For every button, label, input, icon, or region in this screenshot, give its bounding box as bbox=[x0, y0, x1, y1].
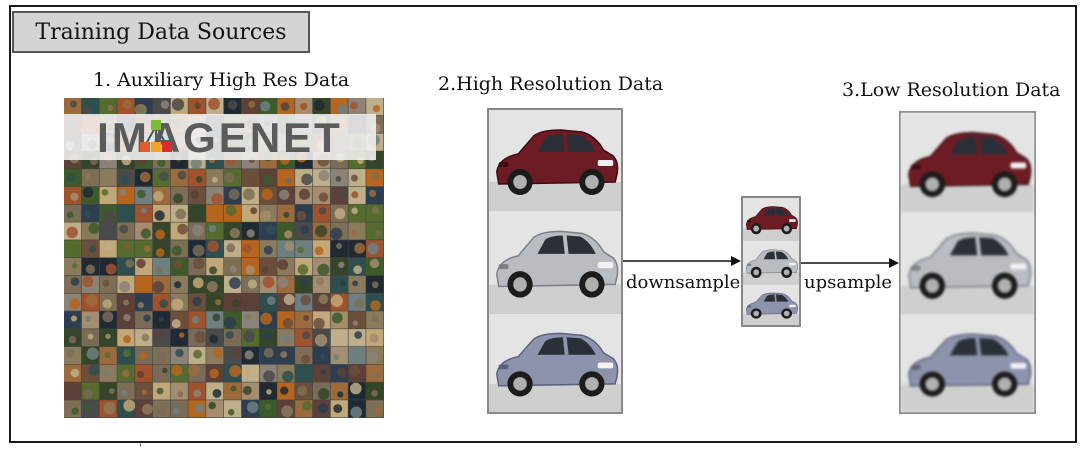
high-res-car-column bbox=[487, 108, 623, 414]
imagenet-logo: IMAGENET bbox=[64, 114, 376, 161]
small-car-image-1 bbox=[743, 198, 799, 241]
downsample-label: downsample bbox=[626, 272, 741, 293]
auxiliary-data-caption: 1. Auxiliary High Res Data bbox=[93, 69, 350, 91]
high-res-data-caption: 2.High Resolution Data bbox=[438, 73, 664, 95]
low-res-car-image-2 bbox=[901, 213, 1034, 315]
stray-mark: ' bbox=[139, 443, 142, 454]
diagram-frame bbox=[9, 5, 1077, 443]
low-res-car-column bbox=[899, 111, 1036, 414]
high-res-car-image-1 bbox=[489, 110, 621, 211]
low-res-car-image-3 bbox=[901, 315, 1034, 412]
imagenet-tree-icon bbox=[140, 120, 172, 152]
imagenet-logo-text: IMAGENET bbox=[97, 114, 343, 160]
diagram-title: Training Data Sources bbox=[12, 11, 310, 53]
high-res-car-image-2 bbox=[489, 211, 621, 314]
low-res-car-image-1 bbox=[901, 113, 1034, 213]
downsampled-car-column bbox=[741, 196, 801, 327]
upsample-arrow bbox=[801, 258, 899, 268]
small-car-image-3 bbox=[743, 285, 799, 325]
upsample-label: upsample bbox=[804, 272, 893, 293]
low-res-data-caption: 3.Low Resolution Data bbox=[842, 79, 1061, 101]
high-res-car-image-3 bbox=[489, 314, 621, 412]
small-car-image-2 bbox=[743, 241, 799, 285]
downsample-arrow bbox=[623, 256, 741, 266]
